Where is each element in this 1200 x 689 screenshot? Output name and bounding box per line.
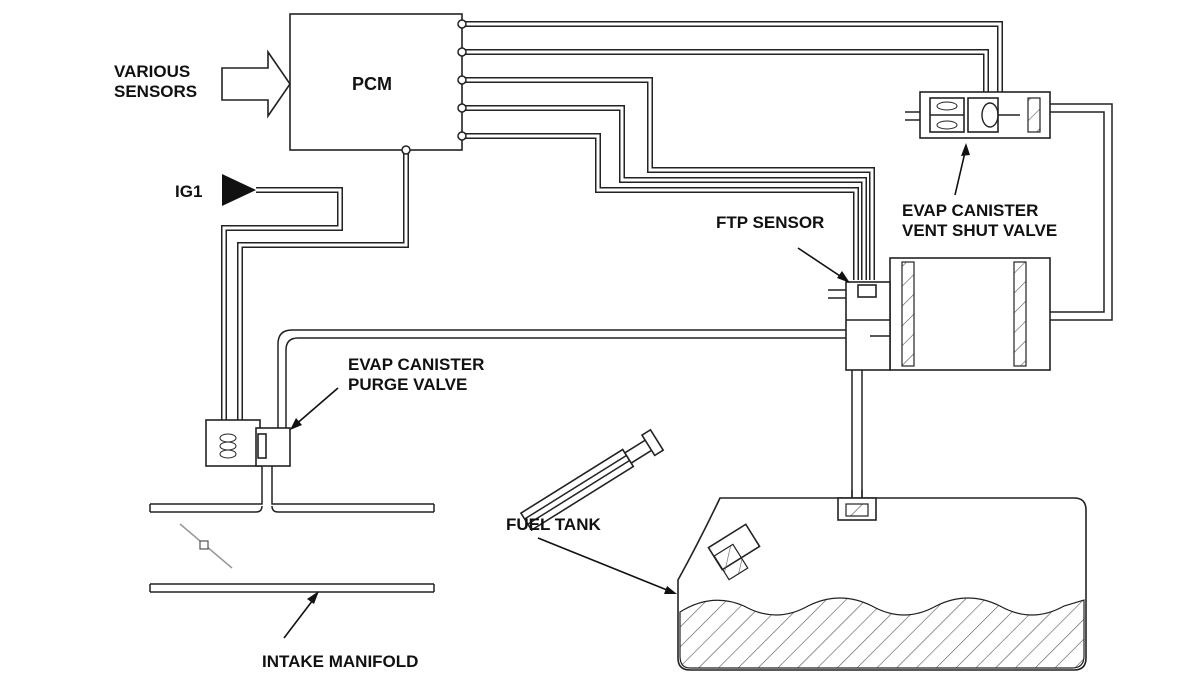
fuel-filler-neck: [519, 428, 761, 581]
purge-valve-label-line2: PURGE VALVE: [348, 375, 467, 394]
various-sensors-arrow: [221, 49, 291, 119]
ftp-sensor-leader: [797, 247, 847, 281]
purge-valve-label-line1: EVAP CANISTER: [348, 355, 484, 374]
vent-valve-arrowhead: [961, 143, 970, 156]
pcm-wiring: [221, 19, 1003, 420]
evap-canister: [828, 257, 1051, 371]
purge-valve: [205, 419, 291, 500]
pcm-label: PCM: [352, 74, 392, 94]
vent-valve-label-line2: VENT SHUT VALVE: [902, 221, 1057, 240]
ig1-label: IG1: [175, 182, 202, 201]
intake-manifold-leader: [283, 595, 317, 639]
various-sensors-label-line2: SENSORS: [114, 82, 197, 101]
fuel-tank-label: FUEL TANK: [506, 515, 601, 534]
purge-valve-arrowhead: [290, 418, 302, 430]
various-sensors-label-line1: VARIOUS: [114, 62, 190, 81]
intake-manifold-label: INTAKE MANIFOLD: [262, 652, 418, 671]
pcm-module: PCM: [289, 13, 463, 151]
ig1-power-symbol: [222, 174, 256, 206]
tank-vapor-line: [851, 370, 863, 500]
intake-manifold: [149, 500, 435, 593]
fuel-tank: [677, 490, 1087, 671]
vent-shut-valve: [905, 91, 1113, 321]
fuel-tank-arrowhead: [664, 586, 677, 594]
fuel-tank-leader: [537, 537, 673, 593]
intake-manifold-arrowhead: [307, 591, 319, 604]
ftp-sensor-label: FTP SENSOR: [716, 213, 824, 232]
vent-valve-label-line1: EVAP CANISTER: [902, 201, 1038, 220]
purge-valve-leader: [293, 387, 339, 427]
purge-line: [277, 329, 846, 428]
ftp-sensor-arrowhead: [837, 271, 850, 283]
vent-valve-leader: [954, 147, 967, 196]
